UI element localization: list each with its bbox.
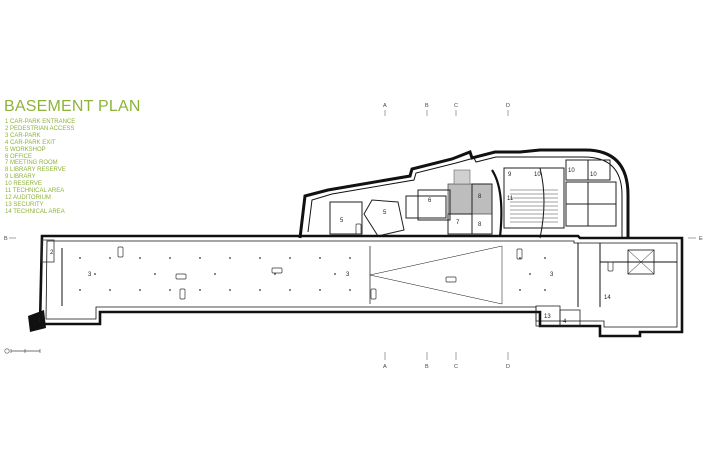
room-number-10-b: 10: [568, 168, 575, 174]
legend-item: 8 LIBRARY RESERVE: [5, 167, 66, 174]
scale-bar: [4, 348, 41, 354]
room-number-5-a: 5: [340, 218, 344, 224]
section-label-left: B: [4, 236, 8, 242]
grid-label-d-top: D: [506, 103, 510, 109]
grid-label-c-top: C: [454, 103, 458, 109]
pedestrian-access: [41, 239, 55, 263]
plan-title: BASEMENT PLAN: [4, 98, 141, 115]
legend-item: 1 CAR-PARK ENTRANCE: [5, 119, 76, 125]
legend-item: 4 CAR-PARK EXIT: [5, 139, 56, 146]
room-number-4: 4: [563, 319, 567, 325]
grid-label-b-bottom: B: [425, 364, 429, 370]
legend-item: 14 TECHNICAL AREA: [5, 208, 65, 215]
legend-item: 10 RESERVE: [5, 181, 42, 188]
upper-rooms: [329, 159, 617, 237]
shaded-room-small: [453, 169, 471, 185]
legend-item: 6 OFFICE: [5, 153, 33, 160]
entrance-ramp: [28, 310, 46, 332]
room-number-1: 1: [38, 318, 42, 324]
room-number-14: 14: [604, 295, 611, 301]
shaded-room: [447, 183, 493, 215]
car-park-exit: [535, 305, 561, 327]
room-number-10-c: 10: [590, 172, 597, 178]
legend-item: 11 TECHNICAL AREA: [5, 188, 65, 195]
legend-item: 3 CAR-PARK: [5, 132, 41, 139]
room-number-8-b: 8: [478, 222, 482, 228]
car-park-walls: [38, 234, 684, 338]
upper-building-walls: [298, 148, 630, 239]
grid-markers-bottom: [384, 352, 509, 360]
room-number-3-east: 3: [550, 272, 554, 278]
room-number-3-west: 3: [88, 272, 92, 278]
room-number-9: 9: [508, 172, 512, 178]
auditorium-seating: [510, 189, 558, 223]
legend-list: 1 CAR-PARK ENTRANCE 2 PEDESTRIAN ACCESS …: [5, 119, 75, 216]
grid-label-a-top: A: [383, 103, 387, 109]
room-number-6: 6: [428, 198, 432, 204]
room-number-10-a: 10: [534, 172, 541, 178]
room-number-3-center: 3: [346, 272, 350, 278]
room-number-2: 2: [50, 250, 54, 256]
legend-item: 7 MEETING ROOM: [5, 160, 58, 167]
legend-item: 2 PEDESTRIAN ACCESS: [5, 125, 75, 132]
room-number-8-a: 8: [478, 194, 482, 200]
grid-markers-top: [384, 110, 509, 116]
room-number-11: 11: [507, 196, 514, 202]
room-number-7: 7: [456, 220, 460, 226]
legend-item: 5 WORKSHOP: [5, 146, 46, 153]
parked-cars: [117, 223, 614, 300]
column-grid: [79, 257, 546, 291]
section-label-right: E: [699, 236, 703, 242]
grid-label-c-bottom: C: [454, 364, 458, 370]
grid-label-d-bottom: D: [506, 364, 510, 370]
grid-label-a-bottom: A: [383, 364, 387, 370]
grid-label-b-top: B: [425, 103, 429, 109]
legend-item: 9 LIBRARY: [5, 174, 36, 181]
legend-item: 13 SECURITY: [5, 201, 44, 208]
room-number-13: 13: [544, 314, 551, 320]
legend-item: 12 AUDITORIUM: [5, 194, 51, 201]
room-number-5-b: 5: [383, 210, 387, 216]
